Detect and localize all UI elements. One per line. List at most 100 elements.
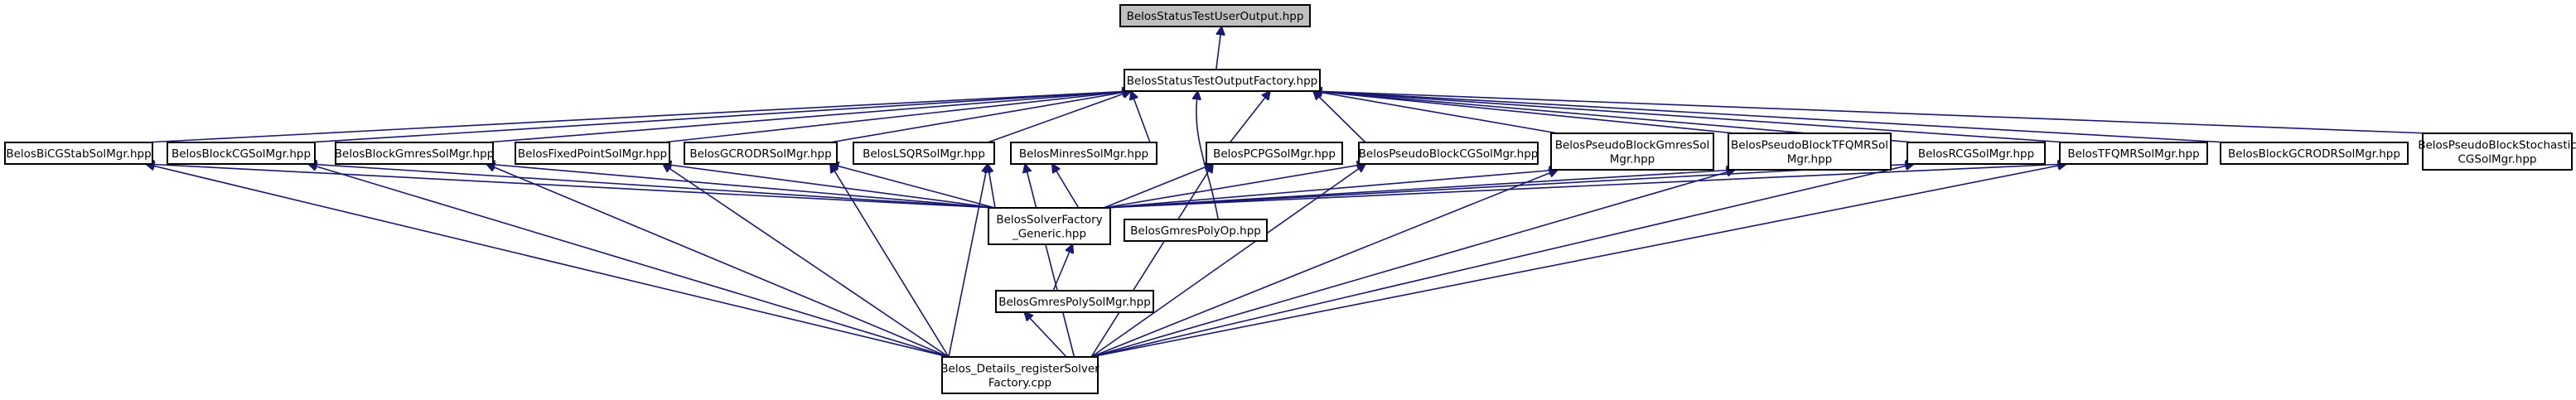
node-gmres_poly_op[interactable]: BelosGmresPolyOp.hpp <box>1124 219 1268 242</box>
edge-block_gcrodr-to-status_output_factory <box>1313 91 2228 143</box>
node-label: Mgr.hpp <box>1610 153 1655 166</box>
edge-details_register-to-fixed_point <box>663 164 950 358</box>
node-label: Mgr.hpp <box>1787 153 1833 166</box>
node-label: _Generic.hpp <box>1012 228 1086 241</box>
node-box <box>995 290 1154 313</box>
edge-details_register-to-pseudo_block_tfqmr <box>1090 170 1735 358</box>
edge-details_register-to-gcrodr <box>830 164 950 358</box>
node-block_gcrodr[interactable]: BelosBlockGCRODRSolMgr.hpp <box>2220 142 2409 165</box>
node-box <box>167 142 316 165</box>
edge-details_register-to-lsqr <box>948 164 988 358</box>
node-label: BelosPseudoBlockStochastic <box>2418 139 2576 152</box>
edge-solver_factory_generic-to-bicgstab <box>146 164 996 209</box>
node-box <box>2220 142 2409 165</box>
edge-solver_factory_generic-to-block_cg <box>308 164 996 209</box>
edge-solver_factory_generic-to-pcpg <box>1103 164 1213 209</box>
node-fixed_point[interactable]: BelosFixedPointSolMgr.hpp <box>515 142 670 165</box>
node-box <box>1358 142 1539 165</box>
node-box <box>1124 219 1268 242</box>
edge-pseudo_block_cg-to-status_output_factory <box>1313 91 1366 143</box>
edge-pseudo_block_tfqmr-to-status_output_factory <box>1313 91 1736 134</box>
edge-details_register-to-bicgstab <box>146 164 950 358</box>
node-solver_factory_generic[interactable]: BelosSolverFactory_Generic.hpp <box>988 207 1111 245</box>
edge-status_output_factory-to-status_user_output <box>1215 27 1222 70</box>
node-label: BelosSolverFactory <box>996 214 1102 227</box>
node-label: BelosPseudoBlockTFQMRSol <box>1731 139 1888 152</box>
node-box <box>941 356 1099 394</box>
node-label: BelosPseudoBlockCGSolMgr.hpp <box>1359 147 1539 161</box>
node-label: BelosGmresPolySolMgr.hpp <box>998 296 1151 309</box>
node-gcrodr[interactable]: BelosGCRODRSolMgr.hpp <box>684 142 838 165</box>
node-label: BelosStatusTestOutputFactory.hpp <box>1127 75 1317 88</box>
node-lsqr[interactable]: BelosLSQRSolMgr.hpp <box>853 142 995 165</box>
edges-layer <box>145 27 2430 358</box>
edge-block_gmres-to-status_output_factory <box>486 91 1131 143</box>
node-box <box>1907 142 2046 165</box>
node-label: BelosTFQMRSolMgr.hpp <box>2067 147 2199 161</box>
node-label: BelosPCPGSolMgr.hpp <box>1213 147 1336 161</box>
node-label: BelosStatusTestUserOutput.hpp <box>1127 10 1304 23</box>
node-label: BelosPseudoBlockGmresSol <box>1555 139 1710 152</box>
edge-minres-to-status_output_factory <box>1131 91 1151 143</box>
edge-solver_factory_generic-to-pseudo_block_cg <box>1103 164 1365 209</box>
nodes-layer: BelosStatusTestUserOutput.hppBelosStatus… <box>4 4 2576 394</box>
node-box <box>4 142 153 165</box>
node-block_cg[interactable]: BelosBlockCGSolMgr.hpp <box>167 142 316 165</box>
node-box <box>335 142 494 165</box>
node-rcg[interactable]: BelosRCGSolMgr.hpp <box>1907 142 2046 165</box>
edge-pseudo_block_stochastic_cg-to-status_output_factory <box>1313 91 2430 134</box>
edge-solver_factory_generic-to-tfqmr <box>1103 164 2066 209</box>
edge-pseudo_block_gmres-to-status_output_factory <box>1313 91 1559 134</box>
node-label: BelosLSQRSolMgr.hpp <box>863 147 985 161</box>
edge-lsqr-to-status_output_factory <box>987 91 1131 143</box>
edge-block_cg-to-status_output_factory <box>307 91 1131 143</box>
node-label: BelosBiCGStabSolMgr.hpp <box>6 147 151 161</box>
node-pseudo_block_cg[interactable]: BelosPseudoBlockCGSolMgr.hpp <box>1358 142 1539 165</box>
node-label: BelosBlockGmresSolMgr.hpp <box>335 147 494 161</box>
edge-details_register-to-block_gmres <box>486 164 950 358</box>
edge-solver_factory_generic-to-fixed_point <box>663 164 996 209</box>
edge-details_register-to-gmres_poly_solmgr <box>1024 312 1067 358</box>
node-box <box>2059 142 2208 165</box>
edge-solver_factory_generic-to-rcg <box>1103 164 1914 209</box>
edge-details_register-to-rcg <box>1090 164 1914 358</box>
edge-details_register-to-block_cg <box>308 164 950 358</box>
edge-gmres_poly_solmgr-to-solver_factory_generic <box>1052 244 1072 292</box>
node-label: BelosFixedPointSolMgr.hpp <box>518 147 667 161</box>
node-box <box>1206 142 1343 165</box>
node-block_gmres[interactable]: BelosBlockGmresSolMgr.hpp <box>335 142 494 165</box>
node-box <box>684 142 838 165</box>
node-label: BelosBlockGCRODRSolMgr.hpp <box>2228 147 2400 161</box>
node-box <box>1124 69 1321 92</box>
node-box <box>1550 133 1714 171</box>
edge-pcpg-to-status_output_factory <box>1229 91 1270 143</box>
node-status_output_factory[interactable]: BelosStatusTestOutputFactory.hpp <box>1124 69 1321 92</box>
node-pcpg[interactable]: BelosPCPGSolMgr.hpp <box>1206 142 1343 165</box>
edge-solver_factory_generic-to-gcrodr <box>830 164 996 209</box>
node-label: BelosGCRODRSolMgr.hpp <box>689 147 831 161</box>
edge-solver_factory_generic-to-minres <box>1052 164 1080 209</box>
node-box <box>988 207 1111 245</box>
node-bicgstab[interactable]: BelosBiCGStabSolMgr.hpp <box>4 142 153 165</box>
node-minres[interactable]: BelosMinresSolMgr.hpp <box>1010 142 1158 165</box>
node-tfqmr[interactable]: BelosTFQMRSolMgr.hpp <box>2059 142 2208 165</box>
node-label: Belos_Details_registerSolver <box>940 363 1100 376</box>
node-label: BelosGmresPolyOp.hpp <box>1130 224 1261 238</box>
edge-tfqmr-to-status_output_factory <box>1313 91 2067 143</box>
edge-details_register-to-pseudo_block_cg <box>1090 164 1365 358</box>
node-label: CGSolMgr.hpp <box>2458 153 2537 166</box>
edge-bicgstab-to-status_output_factory <box>145 91 1131 143</box>
edge-solver_factory_generic-to-lsqr <box>988 164 996 209</box>
node-label: Factory.cpp <box>988 377 1051 390</box>
node-label: BelosRCGSolMgr.hpp <box>1918 147 2034 161</box>
edge-details_register-to-pcpg <box>1090 164 1213 358</box>
node-gmres_poly_solmgr[interactable]: BelosGmresPolySolMgr.hpp <box>995 290 1154 313</box>
node-box <box>1010 142 1158 165</box>
edge-fixed_point-to-status_output_factory <box>662 91 1131 143</box>
edge-gcrodr-to-status_output_factory <box>829 91 1131 143</box>
